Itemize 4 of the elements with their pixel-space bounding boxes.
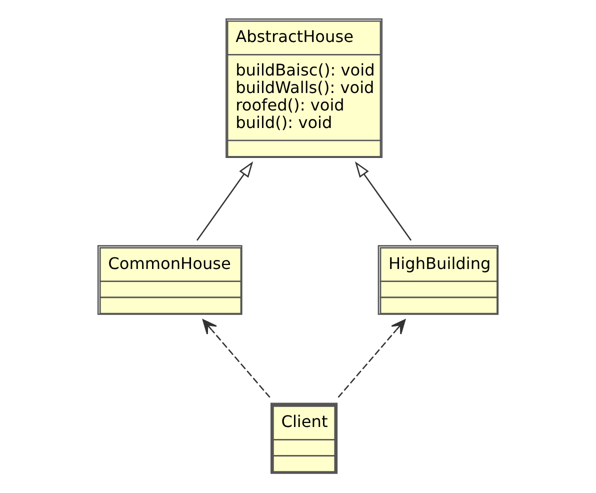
arrow: [338, 319, 406, 398]
arrow: [202, 319, 270, 398]
arrow: [354, 161, 412, 241]
arrow: [196, 161, 254, 241]
